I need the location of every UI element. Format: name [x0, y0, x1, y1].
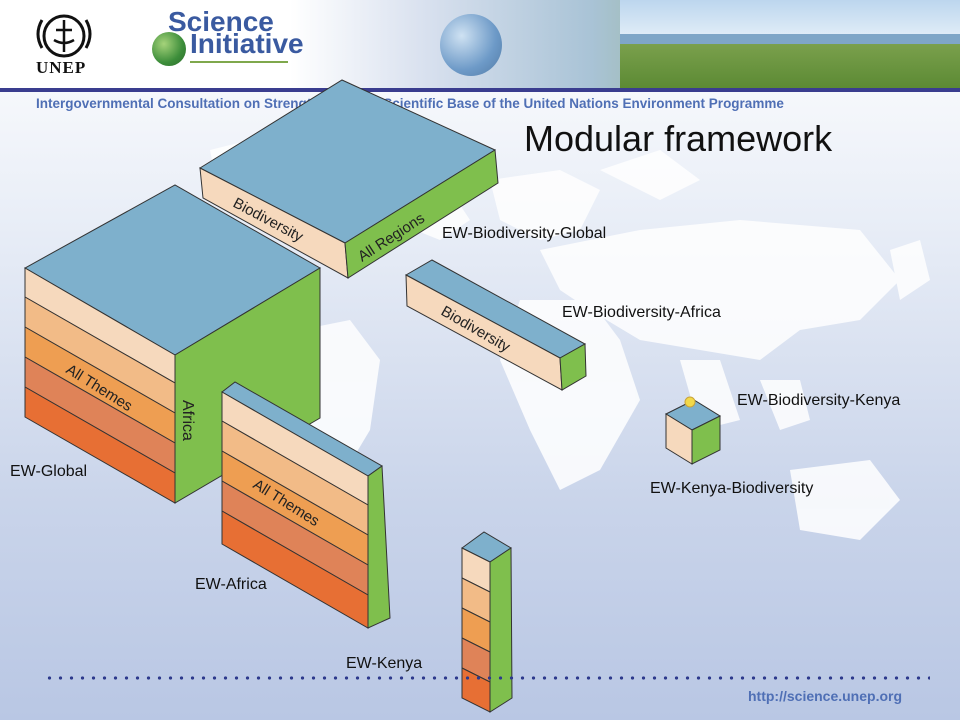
ew-kenya-column	[461, 531, 513, 713]
footer-dotted-rule	[44, 676, 930, 680]
banner-landscape	[620, 44, 960, 88]
globe-icon	[440, 14, 502, 76]
header: UNEP Science Initiative	[0, 0, 960, 92]
initiative-underline	[190, 61, 288, 63]
ew-global-cube: All Themes Africa	[23, 184, 321, 504]
header-rule	[0, 88, 960, 92]
biodiversity-global-cube: Biodiversity All Regions	[198, 79, 499, 279]
unep-logo-text: UNEP	[36, 58, 87, 77]
slide-title: Modular framework	[524, 118, 833, 159]
conference-subtitle: Intergovernmental Consultation on Streng…	[36, 96, 784, 111]
label-ew-biodiversity-global: EW-Biodiversity-Global	[442, 225, 607, 242]
biodiversity-africa-bar: Biodiversity	[404, 259, 587, 391]
label-ew-kenya-biodiversity: EW-Kenya-Biodiversity	[650, 480, 814, 497]
initiative-title-line1: Science	[168, 6, 274, 37]
footer-url-link[interactable]: http://science.unep.org	[748, 688, 903, 704]
banner-water	[620, 34, 960, 44]
label-ew-africa: EW-Africa	[195, 576, 267, 593]
label-ew-kenya: EW-Kenya	[346, 655, 423, 672]
label-ew-global: EW-Global	[10, 463, 88, 480]
label-ew-biodiversity-africa: EW-Biodiversity-Africa	[562, 304, 721, 321]
initiative-title-line2: Initiative	[190, 28, 304, 59]
label-ew-biodiversity-kenya: EW-Biodiversity-Kenya	[737, 392, 901, 409]
science-initiative-icon	[152, 32, 186, 66]
banner-sky	[620, 0, 960, 38]
unep-emblem-icon	[36, 14, 92, 58]
ew-africa-slab: All Themes	[221, 381, 391, 629]
cube-label-africa: Africa	[179, 400, 196, 441]
kenya-biodiversity-cube	[664, 396, 722, 465]
